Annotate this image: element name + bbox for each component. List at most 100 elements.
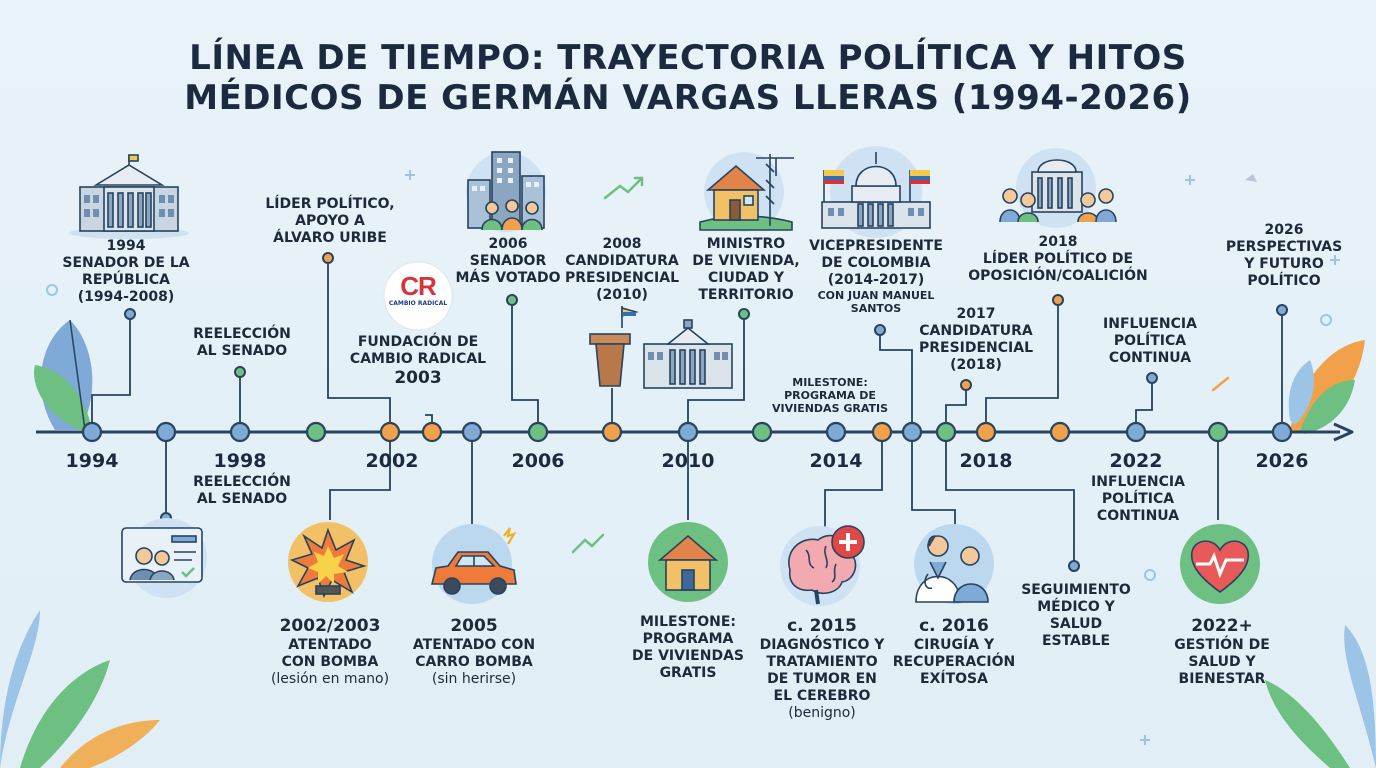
timeline-nodes [81, 421, 1293, 443]
event-line: MÉDICO Y [1037, 599, 1115, 615]
event-cirugia: c. 2016 CIRUGÍA Y RECUPERACIÓN EXÍTOSA [893, 616, 1016, 688]
leaves-right-end-icon [1288, 340, 1365, 434]
event-line: CON BOMBA [281, 654, 379, 670]
event-line: (lesión en mano) [270, 671, 390, 687]
year-label: 2006 [511, 450, 565, 472]
event-line: 2022+ [1191, 616, 1253, 636]
event-senador-1994: 1994 SENADOR DE LA REPÚBLICA (1994-2008) [62, 238, 189, 306]
page-title: LÍNEA DE TIEMPO: TRAYECTORIA POLÍTICA Y … [0, 38, 1376, 118]
event-line: c. 2015 [787, 616, 857, 636]
event-line: 2018 [1038, 234, 1078, 250]
event-line: OPOSICIÓN/COALICIÓN [968, 268, 1148, 284]
event-candidatura-2017: 2017 CANDIDATURA PRESIDENCIAL (2018) [919, 306, 1033, 374]
doctor-icon [914, 524, 994, 604]
year-label: 1998 [213, 450, 267, 472]
event-perspectivas-2026: 2026 PERSPECTIVAS Y FUTURO POLÍTICO [1226, 222, 1342, 290]
event-line: ÁLVARO URIBE [273, 230, 387, 246]
event-line: 2006 [488, 236, 528, 252]
event-line: (1994-2008) [77, 289, 175, 305]
event-line: MINISTRO [706, 236, 786, 252]
event-line: MILESTONE: [639, 614, 737, 630]
event-lider-uribe: LÍDER POLÍTICO, APOYO A ÁLVARO URIBE [265, 196, 394, 247]
event-line: SEGUIMIENTO [1021, 582, 1131, 598]
event-line: CANDIDATURA [919, 323, 1033, 339]
event-line: AL SENADO [196, 343, 288, 359]
event-line: ATENTADO [288, 637, 372, 653]
event-line: 2002/2003 [279, 616, 381, 636]
year-label: 2014 [809, 450, 863, 472]
brain-icon [780, 525, 865, 606]
event-line: GESTIÓN DE [1174, 637, 1270, 653]
event-line: (2018) [950, 357, 1002, 373]
event-line: PRESIDENCIAL [918, 340, 1034, 356]
leaves-left-start-icon [34, 319, 93, 431]
event-atentado-carro: 2005 ATENTADO CON CARRO BOMBA (sin herir… [413, 616, 535, 688]
event-line: 2008 [602, 236, 642, 252]
event-line: ESTABLE [1041, 633, 1111, 649]
event-line: REPÚBLICA [82, 272, 170, 288]
cambio-radical-logo: CR CAMBIO RADICAL [384, 272, 452, 308]
event-line: GRATIS [659, 665, 717, 681]
decor-sparkles [46, 170, 1340, 745]
event-line: PROGRAMA DE [784, 389, 876, 402]
event-line: RECUPERACIÓN [892, 654, 1016, 670]
event-vicepresidente: VICEPRESIDENTE DE COLOMBIA (2014-2017) C… [809, 238, 943, 315]
id-card-icon [121, 518, 207, 598]
event-line: MILESTONE: [792, 376, 868, 389]
event-line: PRESIDENCIAL [564, 270, 680, 286]
event-line: PROGRAMA [642, 631, 734, 647]
year-label: 2002 [365, 450, 419, 472]
year-label: 2026 [1255, 450, 1309, 472]
event-line: DIAGNÓSTICO Y [759, 637, 885, 653]
event-line: BIENESTAR [1178, 671, 1266, 687]
capitol-icon [69, 154, 189, 239]
event-ministro-vivienda: MINISTRO DE VIVIENDA, CIUDAD Y TERRITORI… [692, 236, 799, 304]
event-line: POLÍTICO [1247, 273, 1321, 289]
event-line: MÁS VOTADO [455, 270, 561, 286]
event-line: (benigno) [788, 705, 856, 721]
event-line: SENADOR DE LA [62, 255, 190, 271]
event-line: LÍDER POLÍTICO DE [982, 251, 1134, 267]
year-label: 1994 [65, 450, 119, 472]
coalition-icon [999, 148, 1117, 228]
event-lider-oposicion-2018: 2018 LÍDER POLÍTICO DE OPOSICIÓN/COALICI… [968, 234, 1147, 285]
event-senador-2006: 2006 SENADOR MÁS VOTADO [455, 236, 560, 287]
event-line: INFLUENCIA [1091, 474, 1185, 490]
event-candidatura-2008: 2008 CANDIDATURA PRESIDENCIAL (2010) [565, 236, 679, 304]
explosion-icon [288, 522, 368, 602]
logo-subtext: CAMBIO RADICAL [388, 300, 448, 307]
event-line: VICEPRESIDENTE [809, 238, 943, 254]
event-line: SALUD Y [1188, 654, 1256, 670]
event-influencia-bottom: INFLUENCIA POLÍTICA CONTINUA [1091, 474, 1185, 525]
event-line: VIVIENDAS GRATIS [771, 402, 889, 415]
heart-pulse-icon [1180, 524, 1260, 604]
event-line: REELECCIÓN [193, 474, 291, 490]
title-line-1: LÍNEA DE TIEMPO: TRAYECTORIA POLÍTICA Y … [189, 38, 1187, 78]
logo-letters: CR [400, 271, 437, 301]
event-line: DE COLOMBIA [821, 255, 931, 271]
title-line-2: MÉDICOS DE GERMÁN VARGAS LLERAS (1994-20… [184, 78, 1192, 118]
event-line: 2026 [1264, 222, 1304, 238]
event-line: CONTINUA [1108, 350, 1192, 366]
event-influencia-top: INFLUENCIA POLÍTICA CONTINUA [1103, 316, 1197, 367]
year-label: 2018 [959, 450, 1013, 472]
trend-arrows-decor [571, 176, 1230, 554]
event-line: (2010) [596, 287, 648, 303]
event-line: APOYO A [295, 213, 365, 229]
event-line: CIRUGÍA Y [913, 637, 995, 653]
house-icon [648, 522, 728, 602]
event-line: CAMBIO RADICAL [349, 351, 487, 367]
event-line: CANDIDATURA [565, 253, 679, 269]
event-line: 2017 [956, 306, 996, 322]
event-line: POLÍTICA [1101, 491, 1175, 507]
event-line: SANTOS [850, 302, 902, 315]
year-label: 2022 [1109, 450, 1163, 472]
event-line: ATENTADO CON [412, 637, 536, 653]
event-line: REELECCIÓN [193, 326, 291, 342]
year-label: 2010 [661, 450, 715, 472]
event-line: DE TUMOR EN [767, 671, 877, 687]
event-milestone-bottom: MILESTONE: PROGRAMA DE VIVIENDAS GRATIS [632, 614, 744, 682]
event-seguimiento-medico: SEGUIMIENTO MÉDICO Y SALUD ESTABLE [1021, 582, 1131, 650]
